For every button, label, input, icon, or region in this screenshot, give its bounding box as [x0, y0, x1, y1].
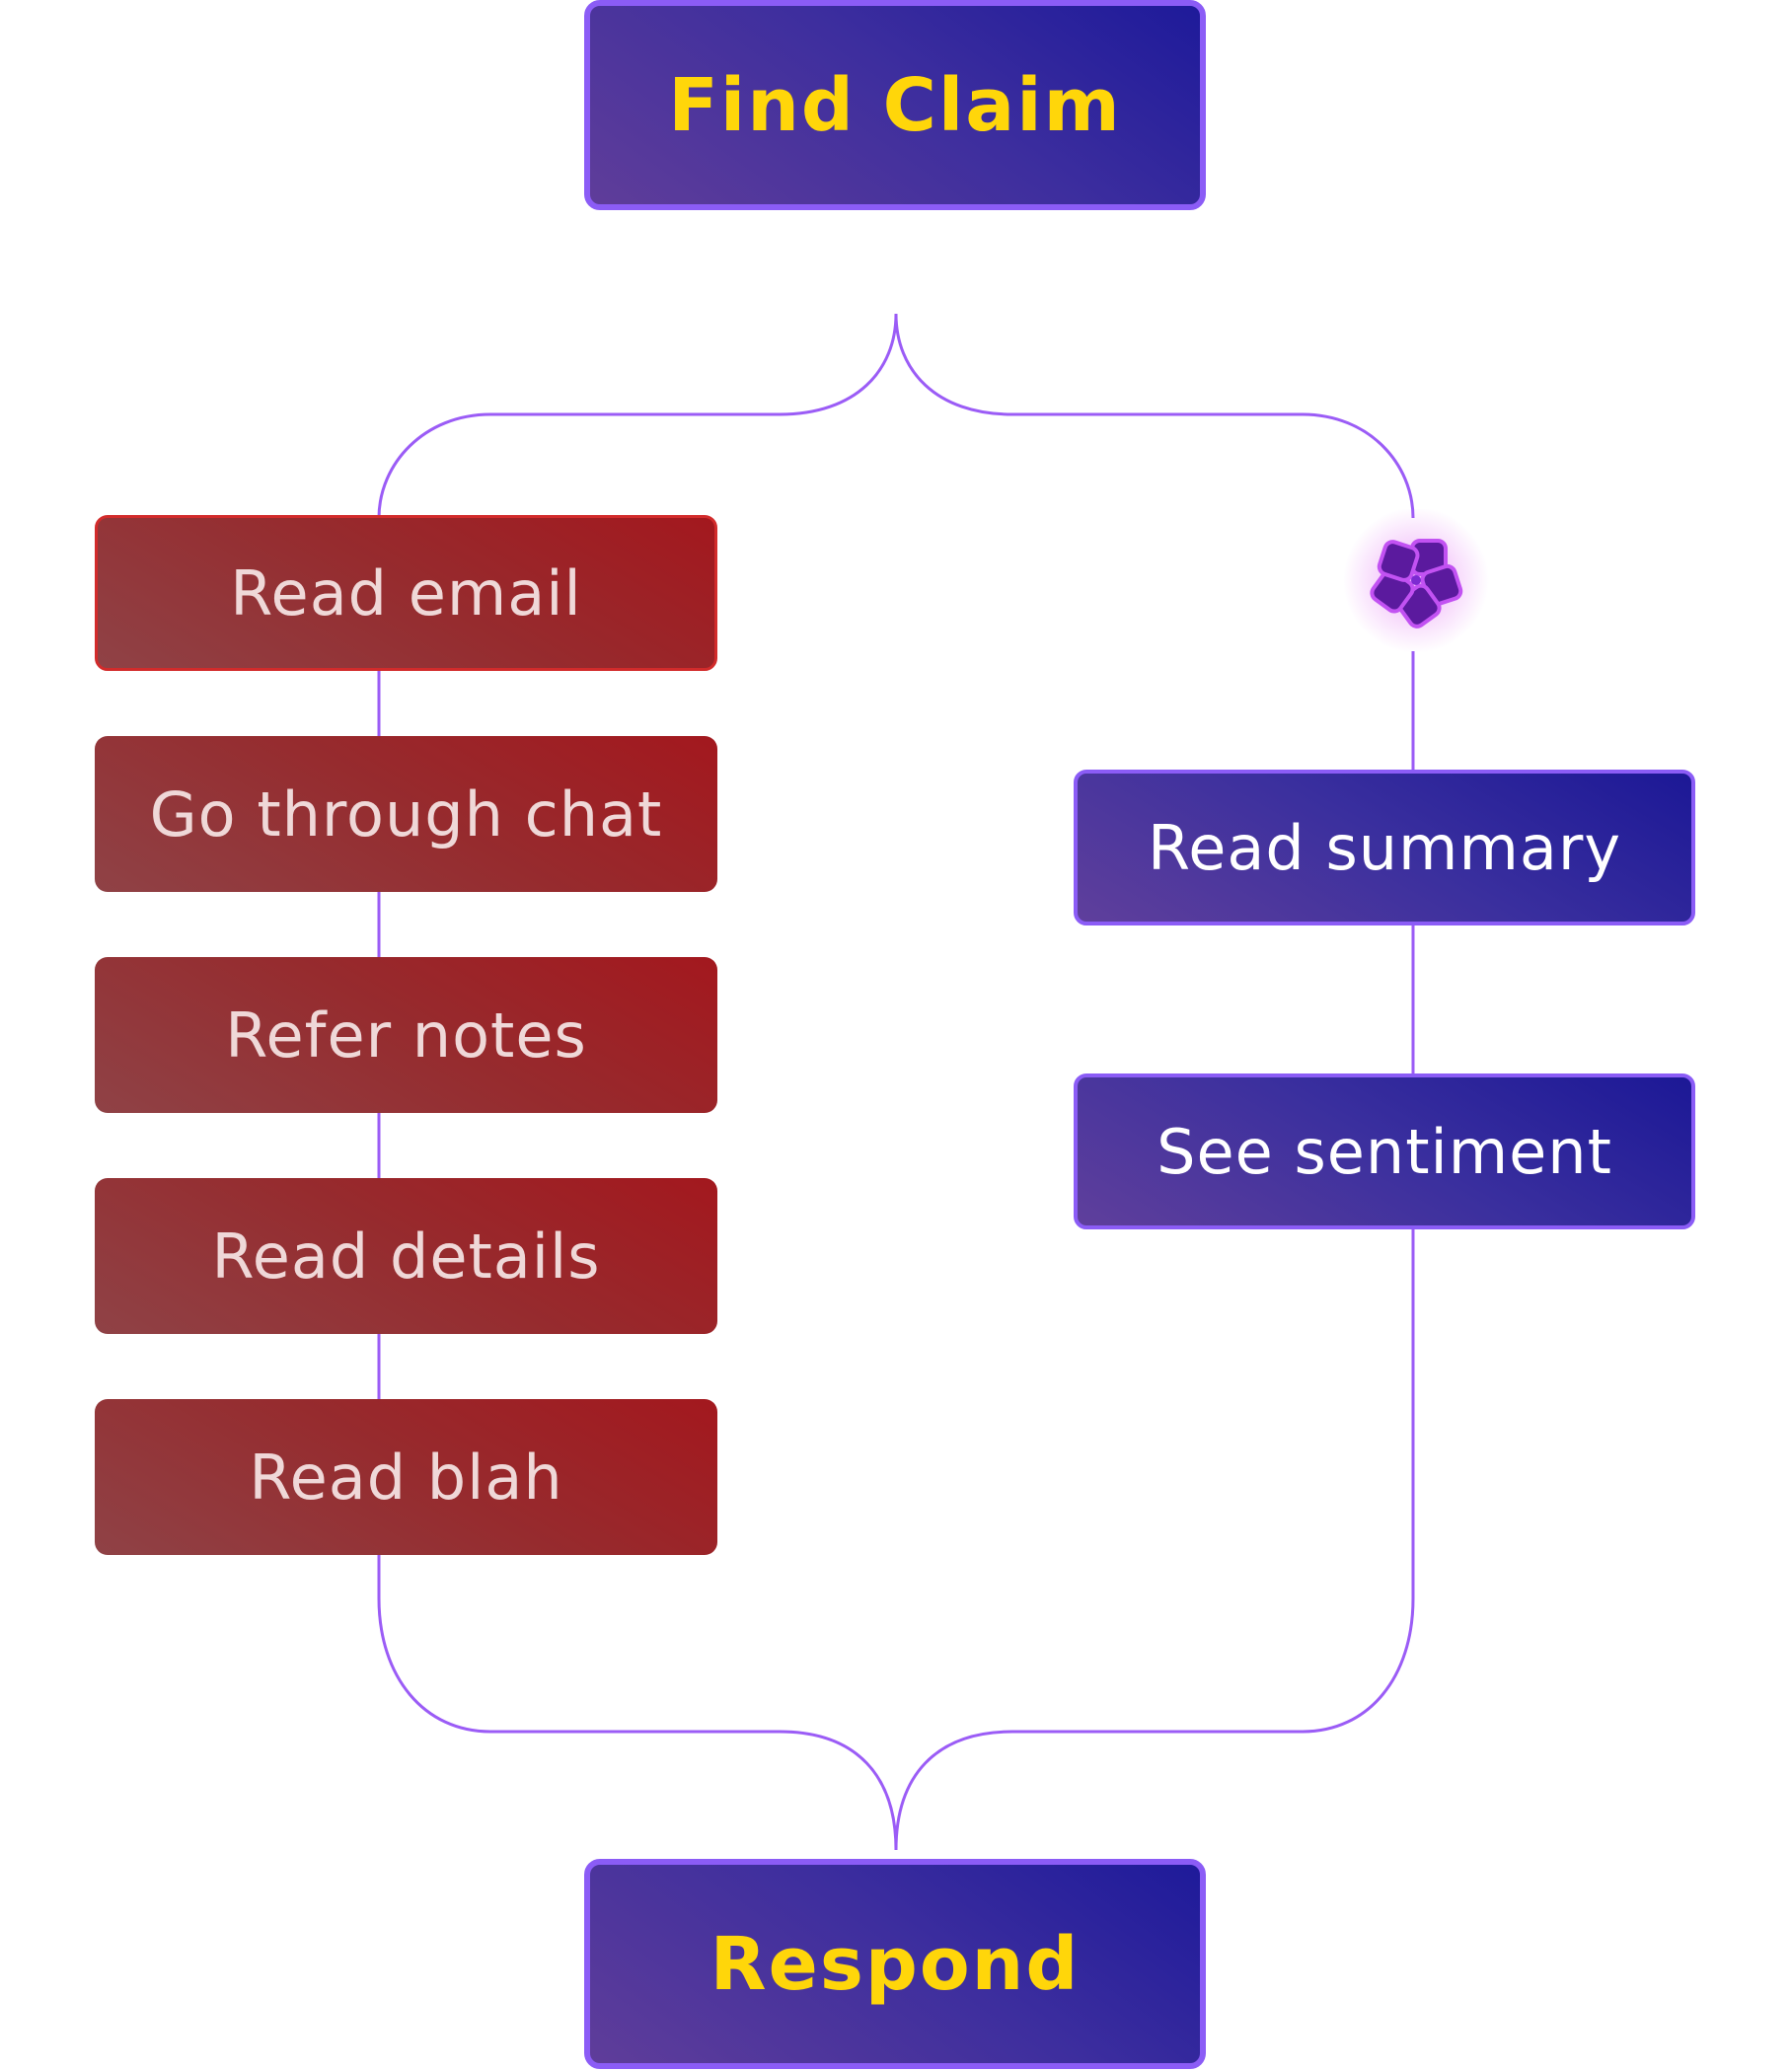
- assisted-step-label: See sentiment: [1157, 1115, 1612, 1188]
- find-claim-label: Find Claim: [668, 62, 1122, 148]
- assisted-step-read-summary: Read summary: [1074, 770, 1695, 925]
- manual-step-label: Read email: [230, 556, 582, 629]
- manual-step-label: Read details: [211, 1220, 601, 1293]
- assisted-step-see-sentiment: See sentiment: [1074, 1073, 1695, 1229]
- manual-step-label: Refer notes: [225, 999, 587, 1072]
- manual-step-label: Go through chat: [149, 777, 663, 851]
- manual-step-go-through-chat: Go through chat: [95, 736, 717, 892]
- flower-logo-icon: [1342, 507, 1490, 657]
- manual-step-read-details: Read details: [95, 1178, 717, 1334]
- respond-node: Respond: [584, 1859, 1206, 2069]
- right-branch-bottom-curve: [894, 1597, 1415, 1851]
- left-branch-bottom-curve: [377, 1597, 898, 1851]
- manual-step-read-email: Read email: [95, 515, 717, 671]
- manual-step-refer-notes: Refer notes: [95, 957, 717, 1113]
- manual-step-read-blah: Read blah: [95, 1399, 717, 1555]
- left-branch-top-curve: [377, 313, 898, 519]
- respond-label: Respond: [709, 1921, 1081, 2007]
- right-branch-top-curve: [894, 313, 1415, 519]
- manual-step-label: Read blah: [249, 1441, 563, 1514]
- find-claim-node: Find Claim: [584, 0, 1206, 210]
- assisted-step-label: Read summary: [1147, 811, 1622, 884]
